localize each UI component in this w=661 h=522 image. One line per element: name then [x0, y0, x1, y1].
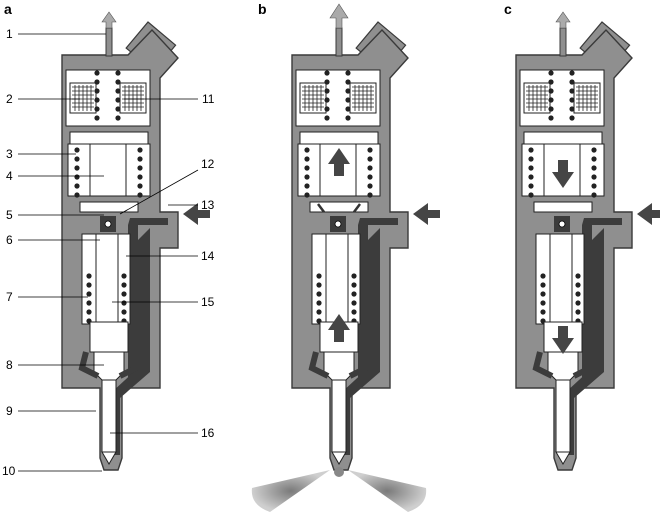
- callout-8: 8: [6, 358, 13, 372]
- inlet-arrow-icon: [413, 203, 440, 225]
- inlet-arrow-icon: [183, 203, 210, 225]
- callout-14: 14: [201, 249, 215, 263]
- injector-c: [516, 11, 660, 470]
- spray-right: [348, 470, 427, 512]
- callout-6: 6: [6, 233, 13, 247]
- armature-up-arrow-icon: [328, 148, 350, 176]
- return-arrow-icon: [329, 3, 349, 29]
- spray-left: [251, 470, 330, 512]
- callout-1: 1: [6, 27, 13, 41]
- panel-label-c: c: [504, 1, 512, 17]
- callout-10: 10: [2, 464, 16, 478]
- return-arrow-icon: [101, 11, 117, 29]
- needle-up-arrow-icon: [328, 314, 350, 342]
- armature-down-arrow-icon: [552, 160, 574, 188]
- panel-label-a: a: [4, 1, 12, 17]
- inlet-arrow-icon: [637, 203, 660, 225]
- callout-12: 12: [201, 157, 215, 171]
- callout-7: 7: [6, 290, 13, 304]
- callout-4: 4: [6, 169, 13, 183]
- panel-label-b: b: [258, 1, 267, 17]
- callout-15: 15: [201, 295, 215, 309]
- callout-9: 9: [6, 404, 13, 418]
- callout-13: 13: [201, 198, 215, 212]
- callout-5: 5: [6, 208, 13, 222]
- callout-11: 11: [202, 92, 215, 106]
- callout-2: 2: [6, 92, 13, 106]
- return-arrow-icon: [555, 11, 571, 29]
- needle-down-arrow-icon: [552, 326, 574, 354]
- callout-3: 3: [6, 147, 13, 161]
- injector-b: [292, 3, 440, 477]
- callout-16: 16: [201, 426, 215, 440]
- injector-a: [62, 11, 210, 470]
